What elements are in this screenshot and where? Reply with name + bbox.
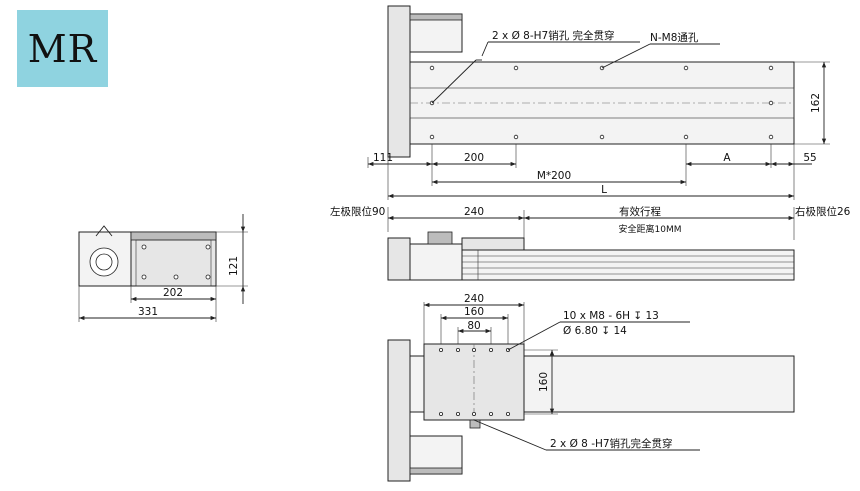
carriage-dim-240: 240 bbox=[464, 293, 484, 305]
carriage-hole bbox=[488, 411, 493, 416]
side-hole bbox=[205, 274, 211, 280]
top-hole bbox=[599, 134, 605, 140]
side-dim-331: 331 bbox=[138, 306, 158, 318]
carriage-dim-80: 80 bbox=[467, 320, 480, 332]
top-pin-note: 2 x Ø 8-H7销孔 完全贯穿 bbox=[492, 29, 615, 42]
side-dim-202: 202 bbox=[163, 287, 183, 299]
carriage-hole bbox=[471, 347, 476, 352]
front-carriage bbox=[461, 237, 525, 251]
top-dim-111: 111 bbox=[373, 152, 393, 164]
carriage-thread-note-2: Ø 6.80 ↧ 14 bbox=[563, 325, 627, 337]
side-inner-frame bbox=[135, 239, 212, 287]
top-dim-200: 200 bbox=[464, 152, 484, 164]
front-dim-240: 240 bbox=[464, 206, 484, 218]
front-rail bbox=[461, 249, 795, 281]
front-effective-stroke: 有效行程 bbox=[619, 205, 661, 218]
carriage-pin-note: 2 x Ø 8 -H7销孔完全贯穿 bbox=[550, 437, 673, 450]
front-end-plate bbox=[387, 237, 411, 281]
top-hole bbox=[513, 65, 519, 71]
motor-bracket bbox=[95, 225, 113, 237]
carriage-hole bbox=[455, 411, 460, 416]
top-hole bbox=[683, 65, 689, 71]
carriage-dim-160: 160 bbox=[464, 306, 484, 318]
front-right-limit: 右极限位26 bbox=[795, 205, 851, 218]
side-hole bbox=[173, 274, 179, 280]
motor-housing bbox=[78, 231, 132, 287]
carriage-hole bbox=[438, 347, 443, 352]
top-dim-55: 55 bbox=[803, 152, 816, 164]
logo-text: MR bbox=[27, 26, 98, 71]
front-left-limit: 左极限位90 bbox=[330, 205, 385, 218]
front-safety-distance: 安全距离10MM bbox=[619, 223, 682, 235]
carriage-motor-cap bbox=[409, 467, 463, 475]
carriage-thread-note-1: 10 x M8 - 6H ↧ 13 bbox=[563, 310, 659, 322]
side-top-plate bbox=[130, 231, 217, 241]
carriage-hole bbox=[455, 347, 460, 352]
top-dim-162: 162 bbox=[810, 93, 822, 113]
carriage-hole bbox=[488, 347, 493, 352]
front-motor bbox=[409, 243, 463, 281]
top-hole bbox=[768, 134, 774, 140]
motor-shaft bbox=[95, 253, 113, 271]
side-dim-height: 121 bbox=[228, 256, 240, 276]
carriage-view: 240 160 80 10 x M8 - 6H ↧ 13 Ø 6.80 ↧ 14 bbox=[387, 293, 795, 482]
logo-badge: MR bbox=[17, 10, 108, 87]
carriage-pin bbox=[469, 419, 481, 429]
top-dim-M200: M*200 bbox=[537, 170, 571, 182]
top-dim-L: L bbox=[601, 184, 607, 196]
side-hole bbox=[141, 244, 147, 250]
carriage-dim-160-vertical: 160 bbox=[538, 372, 550, 392]
carriage-hole bbox=[471, 411, 476, 416]
top-hole bbox=[513, 134, 519, 140]
carriage-hole bbox=[438, 411, 443, 416]
top-hole bbox=[429, 134, 435, 140]
top-thread-note: N-M8通孔 bbox=[650, 31, 699, 44]
top-hole bbox=[683, 134, 689, 140]
carriage-end-plate bbox=[387, 339, 411, 482]
carriage-hole bbox=[505, 411, 510, 416]
side-hole bbox=[205, 244, 211, 250]
side-hole bbox=[141, 274, 147, 280]
top-motor-cap bbox=[409, 13, 463, 21]
top-hole bbox=[768, 100, 774, 106]
front-view: 左极限位90 240 有效行程 右极限位26 安全距离10MM bbox=[330, 205, 851, 281]
top-hole bbox=[429, 65, 435, 71]
side-view: 121 202 331 bbox=[78, 214, 248, 322]
top-hole bbox=[768, 65, 774, 71]
front-coupler bbox=[427, 231, 453, 245]
top-dim-A: A bbox=[723, 152, 731, 164]
top-end-plate bbox=[387, 5, 411, 158]
top-view: 2 x Ø 8-H7销孔 完全贯穿 N-M8通孔 162 111 200 A 5… bbox=[367, 5, 830, 200]
